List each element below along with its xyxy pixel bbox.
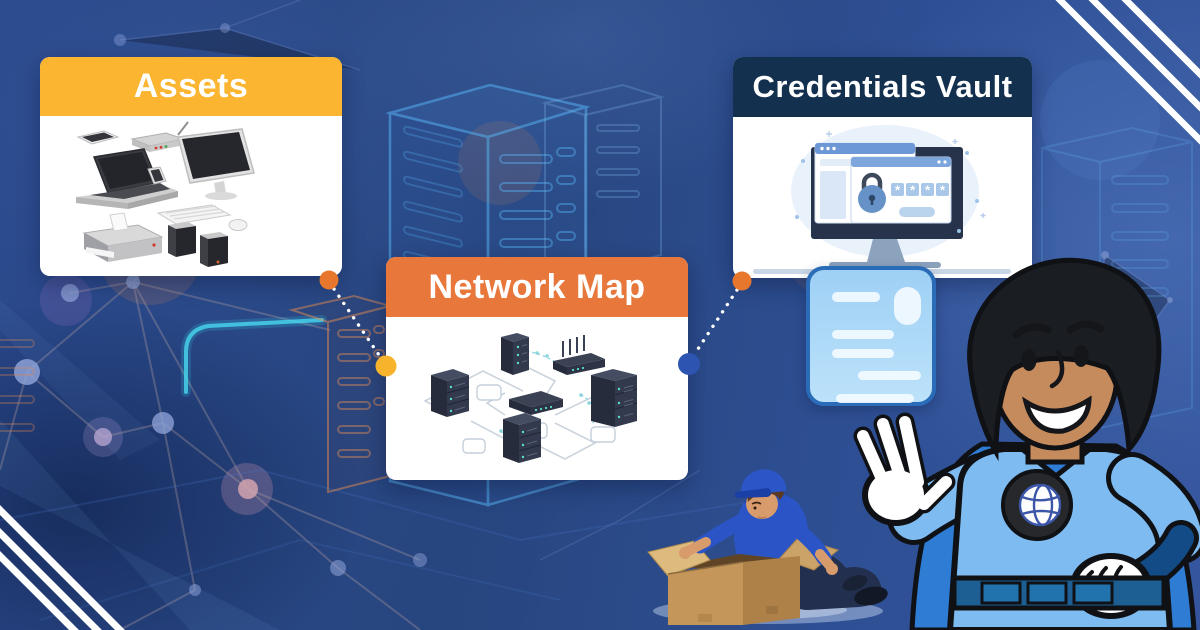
svg-text:*: * (925, 183, 931, 198)
dotted-connector-assets-network (332, 287, 383, 360)
card-network-map-title: Network Map (428, 267, 646, 306)
svg-text:*: * (940, 183, 946, 198)
card-network-map-header: Network Map (386, 257, 688, 317)
plexus-nodes (14, 23, 1173, 596)
circuit-traces (0, 315, 761, 621)
floating-note-card (806, 266, 936, 406)
corner-stripes-bottom-left (0, 505, 125, 630)
card-credentials-vault: Credentials Vault (733, 57, 1032, 278)
dotted-connector-network-vault (692, 288, 739, 357)
plexus-lines (0, 209, 421, 630)
technician-unpacking-box (647, 469, 888, 625)
card-assets-body (40, 116, 342, 276)
card-credentials-vault-header: Credentials Vault (733, 57, 1032, 117)
card-assets-title: Assets (133, 67, 249, 105)
card-network-map: Network Map (386, 257, 688, 480)
card-network-map-body (386, 317, 688, 480)
note-line (832, 330, 894, 339)
server-tower-orange (288, 294, 394, 494)
card-credentials-vault-title: Credentials Vault (752, 69, 1013, 104)
password-vault-illustration: * * * * (753, 125, 1011, 274)
globe-emblem-icon (1001, 469, 1073, 541)
svg-text:*: * (910, 183, 916, 198)
connector-dot-assets (319, 270, 339, 290)
open-glove (853, 412, 956, 526)
isometric-network-illustration (423, 332, 638, 463)
connector-dot-vault (732, 271, 752, 291)
connector-dot-network-left (375, 355, 397, 377)
it-devices-illustration (76, 121, 255, 267)
hero-head (967, 257, 1162, 462)
superhero-mascot (853, 257, 1200, 630)
note-line (832, 292, 880, 302)
server-slots-left-edge (0, 339, 35, 432)
card-assets: Assets (40, 57, 342, 276)
note-line (832, 349, 894, 358)
card-credentials-vault-body: * * * * (733, 117, 1032, 278)
light-beam (0, 300, 160, 460)
svg-text:*: * (895, 183, 901, 198)
note-line (858, 371, 921, 380)
corner-stripes-top-right (1055, 0, 1200, 145)
note-capsule (894, 287, 921, 325)
connector-dot-network-right (678, 353, 700, 375)
card-assets-header: Assets (40, 57, 342, 116)
note-line (836, 394, 914, 403)
